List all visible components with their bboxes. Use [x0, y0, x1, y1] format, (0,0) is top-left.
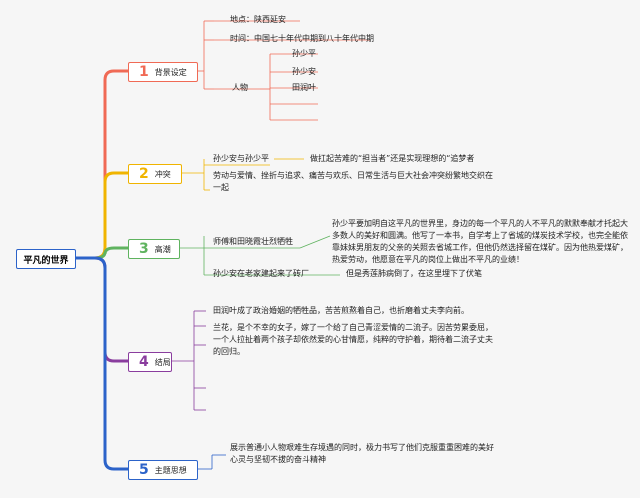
ending-lanhua: 兰花，是个不幸的女子，嫁了一个给了自己青涩爱情的二流子。因苦劳累委屈，一个人拉扯…: [213, 323, 493, 356]
person-2: 孙少安: [292, 67, 316, 76]
root-node[interactable]: 平凡的世界: [16, 249, 76, 269]
branch-4-number: 4: [139, 354, 149, 370]
climax-brickyard: 孙少安在老家建起来了砖厂: [213, 269, 309, 278]
conflict-brothers: 孙少安与孙少平: [213, 154, 269, 163]
branch-4-node[interactable]: 4 结局: [128, 352, 172, 372]
conflict-brothers-desc: 做扛起苦难的“担当者”还是实现理想的“追梦者: [310, 154, 475, 163]
detail-place: 地点：陕西延安: [230, 15, 286, 24]
climax-sacrifice-desc: 孙少平要加明自这平凡的世界里，身边的每一个平凡的人不平凡的默默奉献才托起大多数人…: [332, 219, 628, 264]
detail-time: 时间：中国七十年代中期到八十年代中期: [230, 34, 374, 43]
branch-3-node[interactable]: 3 高潮: [128, 239, 180, 259]
person-3: 田润叶: [292, 83, 316, 92]
branch-1-node[interactable]: 1 背景设定: [128, 62, 198, 82]
branch-2-node[interactable]: 2 冲突: [128, 164, 182, 184]
branch-4-label: 结局: [154, 357, 171, 367]
person-1: 孙少平: [292, 49, 316, 58]
branch-1-label: 背景设定: [154, 67, 187, 77]
conflict-themes: 劳动与爱情、挫折与追求、痛苦与欢乐、日常生活与巨大社会冲突纷繁地交织在一起: [213, 171, 493, 192]
detail-people-label: 人物: [232, 83, 248, 92]
branch-2-number: 2: [139, 166, 149, 182]
branch-3-label: 高潮: [154, 244, 171, 254]
branch-3-number: 3: [139, 241, 149, 257]
branch-2-label: 冲突: [154, 169, 171, 179]
branch-1-number: 1: [139, 64, 149, 80]
ending-runye: 田润叶成了政治婚姻的牺牲品，苦苦煎熬着自己，也折磨着丈夫李向前。: [213, 306, 469, 315]
branch-5-number: 5: [139, 462, 149, 478]
branch-5-node[interactable]: 5 主题思想: [128, 460, 198, 480]
climax-brickyard-desc: 但是秀莲肺病倒了，在这里埋下了伏笔: [346, 269, 482, 278]
climax-sacrifice: 师傅和田晓霞壮烈牺牲: [213, 237, 293, 246]
theme-text: 展示普通小人物艰难生存境遇的同时，极力书写了他们克服重重困难的美好心灵与坚韧不拔…: [230, 443, 494, 464]
branch-5-label: 主题思想: [154, 465, 187, 475]
